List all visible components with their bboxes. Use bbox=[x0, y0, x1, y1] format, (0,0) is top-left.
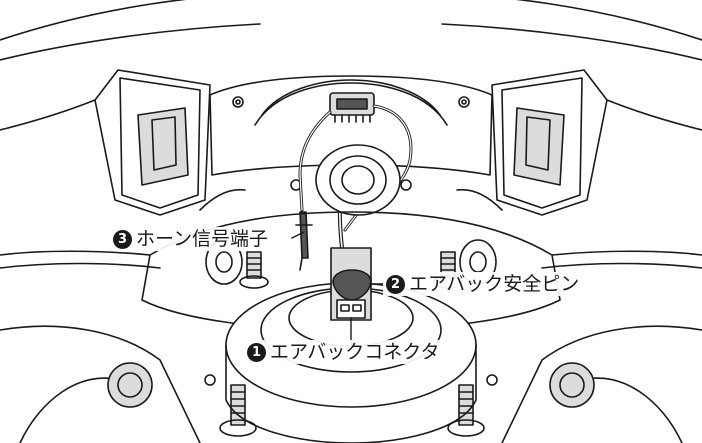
top-connector bbox=[329, 92, 375, 123]
bolt-lower-left bbox=[219, 384, 257, 437]
left-spoke-frame bbox=[94, 69, 211, 216]
horn-signal-terminal bbox=[295, 211, 313, 271]
airbag-safety-pin bbox=[332, 269, 372, 301]
bolt-upper-left bbox=[239, 251, 269, 289]
bolt-lower-right bbox=[447, 384, 485, 437]
callout-airbag-safety-pin: 2 エアバック安全ピン bbox=[383, 272, 583, 296]
callout-number-3: 3 bbox=[113, 229, 132, 249]
callout-horn-signal-terminal: 3 ホーン信号端子 bbox=[110, 227, 272, 251]
right-spoke-frame bbox=[491, 69, 608, 216]
callout-label-airbag-safety-pin: エアバック安全ピン bbox=[409, 273, 580, 295]
clockspring bbox=[315, 144, 401, 216]
callout-label-airbag-connector: エアバックコネクタ bbox=[270, 341, 440, 363]
callout-number-1: 1 bbox=[247, 342, 266, 362]
callout-label-horn-signal-terminal: ホーン信号端子 bbox=[136, 228, 269, 250]
callout-airbag-connector: 1 エアバックコネクタ bbox=[244, 340, 443, 364]
callout-number-2: 2 bbox=[386, 274, 405, 294]
lower-spokes bbox=[0, 325, 702, 443]
upper-hub-housing bbox=[209, 75, 493, 191]
bolt-upper-right bbox=[433, 251, 463, 289]
steering-wheel-rim bbox=[0, 0, 702, 269]
